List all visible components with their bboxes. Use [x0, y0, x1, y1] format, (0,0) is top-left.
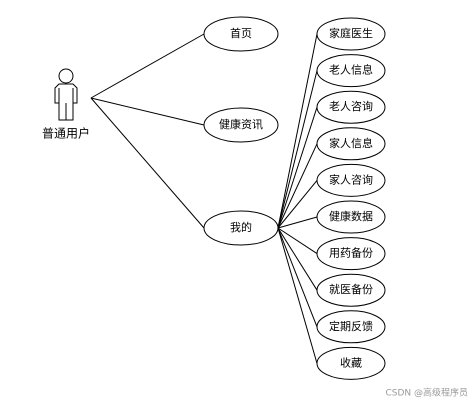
actor: 普通用户	[42, 68, 90, 141]
use-case-health-news[interactable]: 健康资讯	[203, 107, 279, 143]
use-case-label: 首页	[230, 26, 252, 40]
association-line	[277, 70, 318, 229]
use-case-medication-backup[interactable]: 用药备份	[316, 237, 386, 271]
association-line	[90, 97, 205, 126]
association-line	[277, 143, 318, 229]
use-case-label: 用药备份	[329, 246, 373, 260]
use-case-label: 健康资讯	[219, 117, 263, 131]
association-line	[277, 227, 318, 364]
use-case-label: 家人咨询	[329, 172, 373, 186]
association-line	[277, 107, 318, 229]
use-case-label: 就医备份	[329, 282, 373, 296]
association-line	[277, 33, 318, 229]
use-case-label: 老人信息	[329, 63, 373, 77]
use-case-elder-consult[interactable]: 老人咨询	[316, 90, 386, 124]
association-line	[277, 227, 318, 327]
actor-associations	[90, 33, 205, 229]
main-use-cases: 首页 健康资讯 我的	[203, 16, 279, 246]
use-case-scheduled-feedback[interactable]: 定期反馈	[316, 310, 386, 344]
use-case-family-doctor[interactable]: 家庭医生	[316, 17, 386, 51]
use-case-favorites[interactable]: 收藏	[316, 346, 386, 380]
use-case-family-info[interactable]: 家人信息	[316, 127, 386, 161]
use-case-label: 收藏	[340, 355, 362, 369]
association-line	[277, 180, 318, 229]
mine-associations	[277, 33, 318, 364]
use-case-label: 家人信息	[329, 136, 373, 150]
association-line	[90, 33, 205, 99]
use-case-mine[interactable]: 我的	[203, 210, 279, 246]
use-case-health-data[interactable]: 健康数据	[316, 200, 386, 234]
watermark: CSDN @高级程序员	[385, 387, 468, 399]
use-case-label: 我的	[230, 220, 252, 234]
association-line	[277, 216, 318, 229]
use-case-home[interactable]: 首页	[203, 16, 279, 52]
use-case-label: 定期反馈	[329, 319, 373, 333]
association-line	[90, 97, 205, 229]
stick-figure-actor-icon	[54, 68, 78, 121]
association-line	[277, 227, 318, 291]
use-case-elder-info[interactable]: 老人信息	[316, 54, 386, 88]
use-case-family-consult[interactable]: 家人咨询	[316, 163, 386, 197]
use-case-label: 老人咨询	[329, 99, 373, 113]
use-case-label: 家庭医生	[329, 26, 373, 40]
use-case-visit-backup[interactable]: 就医备份	[316, 273, 386, 307]
use-case-label: 健康数据	[329, 209, 373, 223]
actor-label: 普通用户	[42, 126, 90, 141]
association-line	[277, 227, 318, 255]
